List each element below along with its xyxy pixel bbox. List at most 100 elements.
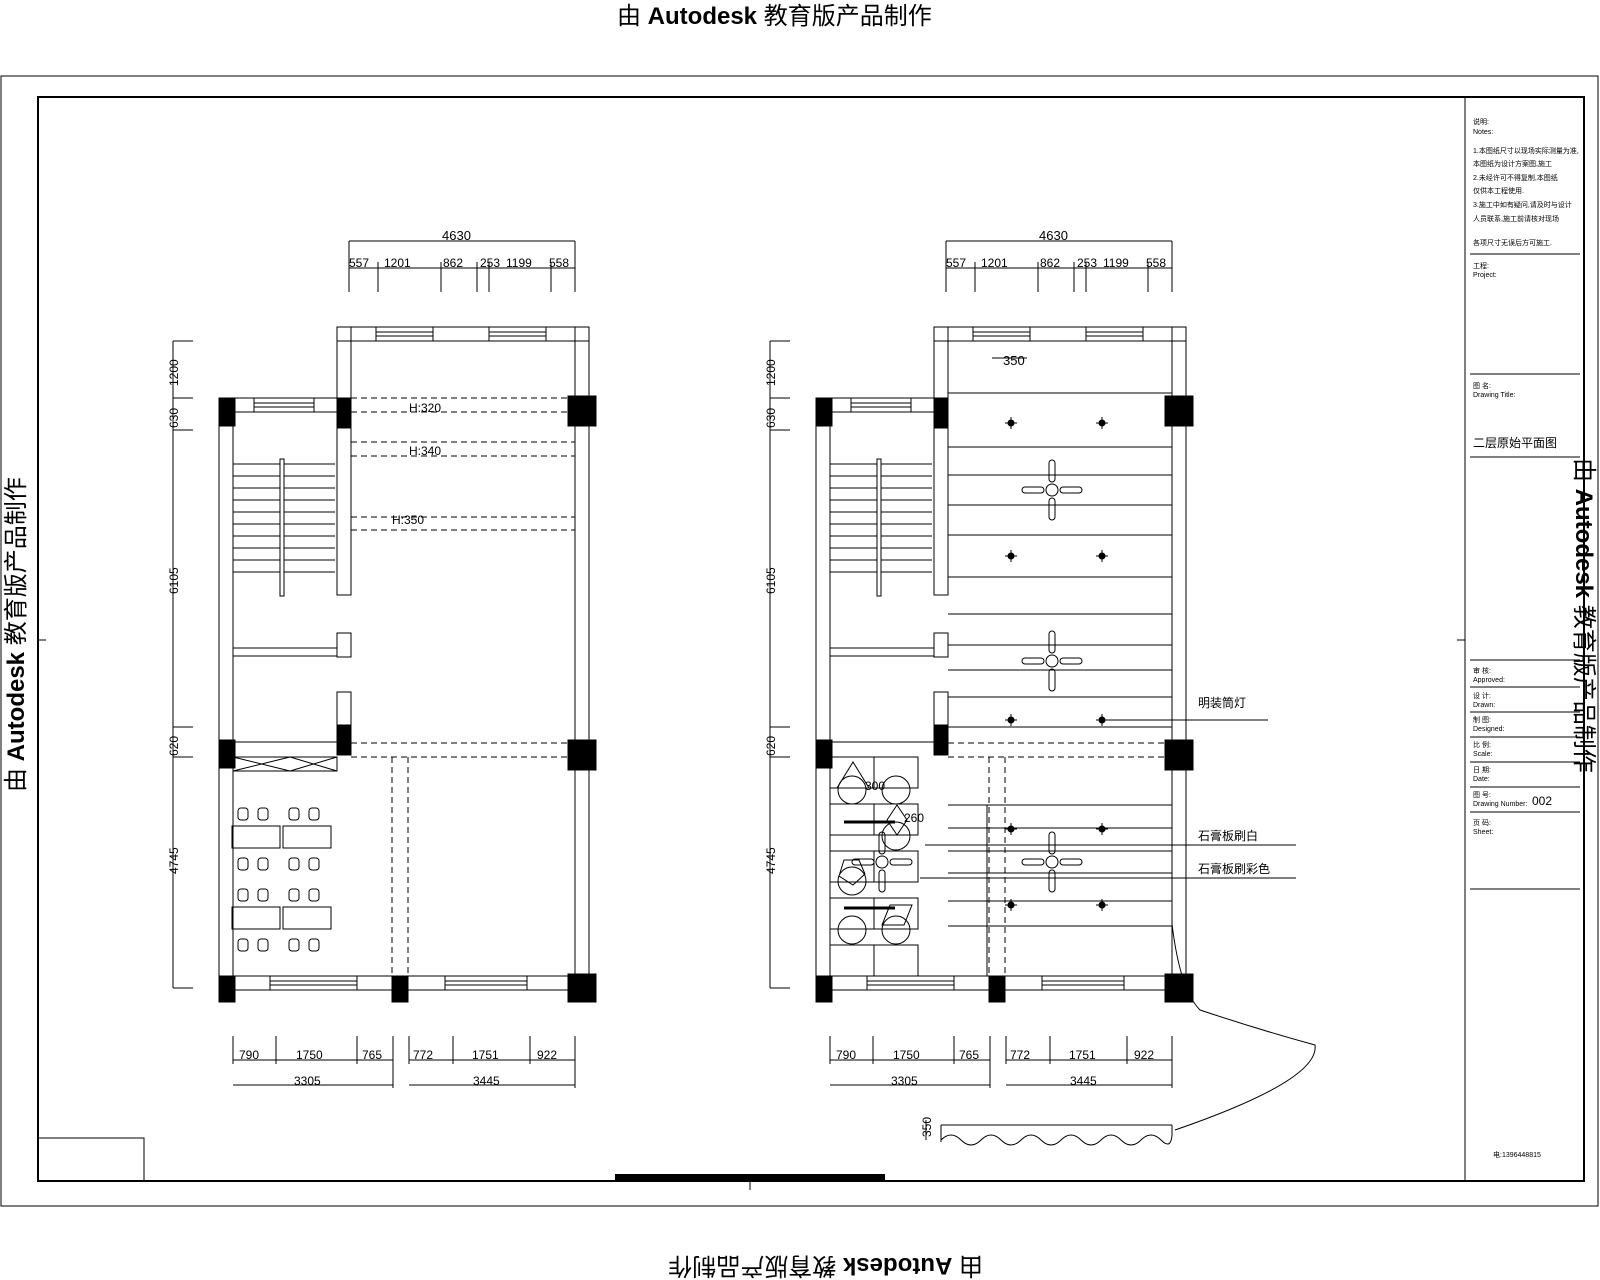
floor-level: 300 [865,779,885,793]
wall [232,647,338,657]
structural-column [218,739,236,769]
structural-column [815,975,833,1003]
dim-left-value: 1200 [167,359,181,386]
window [1085,326,1144,342]
section-wave [940,1134,1173,1146]
fan-blade [1048,869,1056,893]
dim-bottom-segment: 790 [239,1048,259,1062]
beam-label: H:350 [392,513,424,527]
dim-bottom-segment: 922 [537,1048,557,1062]
notes-line: 1.本图纸尺寸以现场实际测量为准, [1473,146,1579,155]
ceiling-fixtures: 350 [851,417,1316,1146]
stair-handrail [876,458,882,597]
structural-column [218,397,236,427]
desk [282,906,332,930]
wall [336,326,590,342]
ceiling-fan-icon [1045,654,1059,668]
callout-gypsum-white: 石膏板刷白 [1198,828,1258,843]
callout-downlight: 明装筒灯 [1198,695,1246,710]
threshold [232,756,338,772]
dim-bottom-total: 3445 [1070,1074,1097,1088]
floor-circle [837,866,867,896]
dim-bottom-segment: 922 [1134,1048,1154,1062]
dim-bottom-segment: 1751 [1069,1048,1096,1062]
wall [218,397,234,989]
floor-circle [837,775,867,805]
window [375,326,434,342]
outer-frame [0,75,1599,1207]
drawing-number: 002 [1532,794,1552,808]
svg-text:Drawing Title:: Drawing Title: [1473,392,1515,399]
dim-left-value: 630 [167,408,181,428]
dim-left-value: 4745 [764,847,778,874]
beam-label: H:320 [409,401,441,415]
chair [288,857,300,871]
dim-bottom-total: 3305 [294,1074,321,1088]
fan-blade [1048,497,1056,521]
window [1041,975,1125,991]
fan-blade [1021,486,1045,494]
callout-gypsum-color: 石膏板刷彩色 [1198,861,1270,876]
dim-bottom-segment: 765 [959,1048,979,1062]
chair [257,938,269,952]
dim-top-total: 4630 [442,228,471,243]
title-block: 说明: Notes: 1.本图纸尺寸以现场实际测量为准, 本图纸为设计方案图,施… [1470,117,1580,1159]
ceiling-fan-icon [1045,483,1059,497]
chair [257,857,269,871]
phone-number: 电:1396448815 [1493,1150,1541,1159]
structural-column [815,739,833,769]
fan-blade [878,831,886,855]
fan-blade [1059,858,1083,866]
chair [257,807,269,821]
chair [288,807,300,821]
chair [237,938,249,952]
svg-text:Designed:: Designed: [1473,726,1505,733]
dim-bottom-total: 3445 [473,1074,500,1088]
chair [308,857,320,871]
desk [231,825,281,849]
dim-bottom-segment: 790 [836,1048,856,1062]
fan-blade [1048,668,1056,692]
floor-diamond [886,804,908,836]
floor-tile [829,897,875,930]
ceiling-fan-icon [1045,855,1059,869]
fan-blade [878,869,886,893]
structural-column [336,724,352,756]
dim-left-value: 620 [764,736,778,756]
floor-tile [873,756,919,789]
threshold-hatch [232,756,291,772]
inner-frame [37,96,1585,1182]
desk [282,825,332,849]
threshold-hatch [289,756,338,772]
structural-column [933,724,949,756]
notes-line: 3.施工中如有疑问,请及时与设计 [1473,200,1572,209]
fan-blade [1021,657,1045,665]
watermark-bottom: 由 Autodesk 教育版产品制作 [668,1252,983,1279]
chair [237,857,249,871]
fan-blade [1048,630,1056,654]
floor-circle [881,915,911,945]
designed-label: 制 图: [1473,715,1491,724]
svg-text:Drawn:: Drawn: [1473,702,1495,709]
chair [288,888,300,902]
desk [231,906,281,930]
dim-top-segment: 862 [443,256,463,270]
dim-bottom-segment: 1750 [893,1048,920,1062]
floor-circle [837,915,867,945]
wall [829,647,935,657]
floor-tile [829,803,875,836]
drawn-label: 设 计: [1473,691,1491,700]
dim-top-segment: 557 [946,256,966,270]
ceiling-fan-icon [875,855,889,869]
window [850,397,912,413]
wall [933,326,949,402]
dim-top-segment: 253 [1077,256,1097,270]
svg-text:Date:: Date: [1473,776,1490,783]
floor-pentagon [838,859,866,886]
dim-top-segment: 1201 [384,256,411,270]
fan-blade [851,858,875,866]
drawing-title-label: 图 名: [1473,381,1491,390]
dim-top-segment: 1199 [506,256,532,270]
